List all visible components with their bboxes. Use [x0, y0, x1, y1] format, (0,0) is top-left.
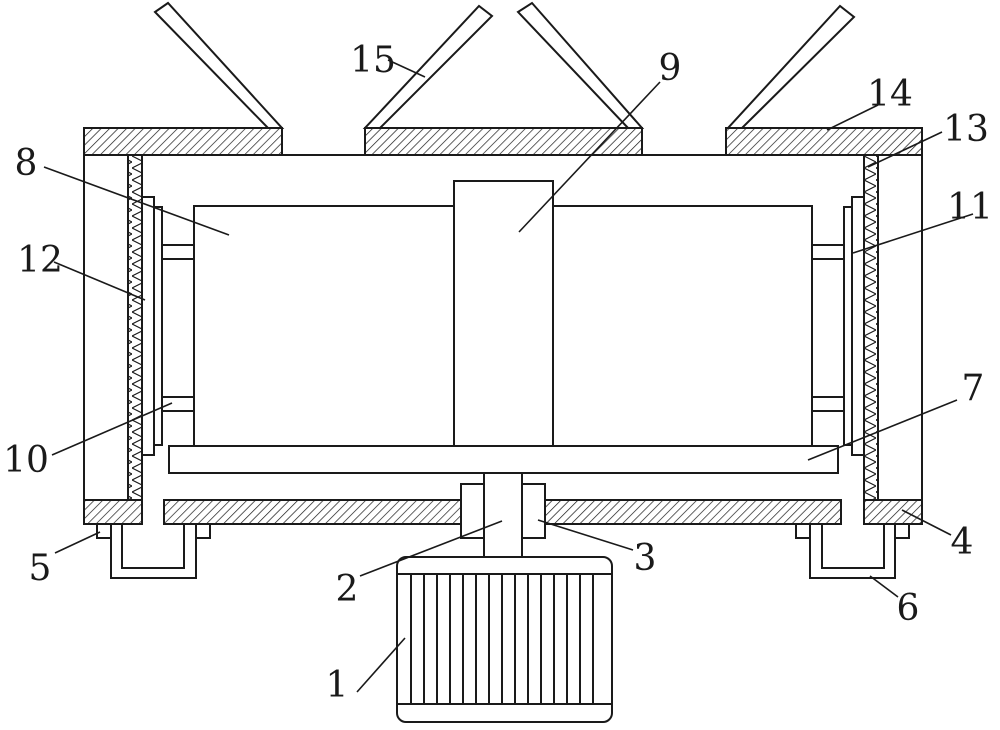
right-support: [795, 523, 910, 579]
label-8: 8: [15, 143, 38, 184]
feed-chutes: [153, 1, 856, 129]
bearing-right: [521, 483, 546, 539]
bearing-left: [460, 483, 485, 539]
label-11: 11: [947, 187, 993, 228]
label-2: 2: [336, 569, 359, 610]
label-10: 10: [3, 440, 49, 481]
right-housing-wall: [877, 154, 923, 501]
bottom-plate-left: [83, 499, 143, 525]
feed-chute-left-outer: [153, 1, 285, 129]
label-13: 13: [943, 109, 989, 150]
label-14: 14: [867, 74, 913, 115]
motor-fins: [410, 574, 594, 704]
label-4: 4: [951, 522, 974, 563]
label-5: 5: [29, 548, 52, 589]
left-housing-wall: [83, 154, 129, 501]
feed-chute-right-outer: [725, 4, 856, 129]
part-numbers: 1 2 3 4 5 6 7 8 9 10 11 12 13 14 15: [3, 40, 993, 706]
top-plate-left: [83, 127, 283, 156]
bottom-plate-right: [863, 499, 923, 525]
left-side-plates: [141, 196, 163, 456]
left-support: [96, 523, 211, 579]
left-liner: [127, 154, 143, 501]
leader-lines: [43, 59, 974, 693]
label-1: 1: [326, 665, 349, 706]
label-7: 7: [962, 368, 985, 409]
label-15: 15: [350, 40, 396, 81]
motor: [396, 556, 613, 723]
central-shaft: [453, 180, 554, 447]
top-plate-right: [725, 127, 923, 156]
feed-chute-right-inner: [516, 1, 645, 129]
label-6: 6: [897, 588, 920, 629]
top-cover: [83, 127, 923, 156]
right-side-plates: [843, 196, 865, 456]
turntable: [168, 445, 839, 474]
label-12: 12: [17, 240, 63, 281]
drive-shaft: [483, 472, 523, 558]
top-plate-middle: [364, 127, 643, 156]
connecting-rods: [161, 244, 845, 412]
label-9: 9: [659, 48, 682, 89]
right-liner: [863, 154, 879, 501]
housing: [83, 154, 923, 501]
label-3: 3: [634, 538, 657, 579]
